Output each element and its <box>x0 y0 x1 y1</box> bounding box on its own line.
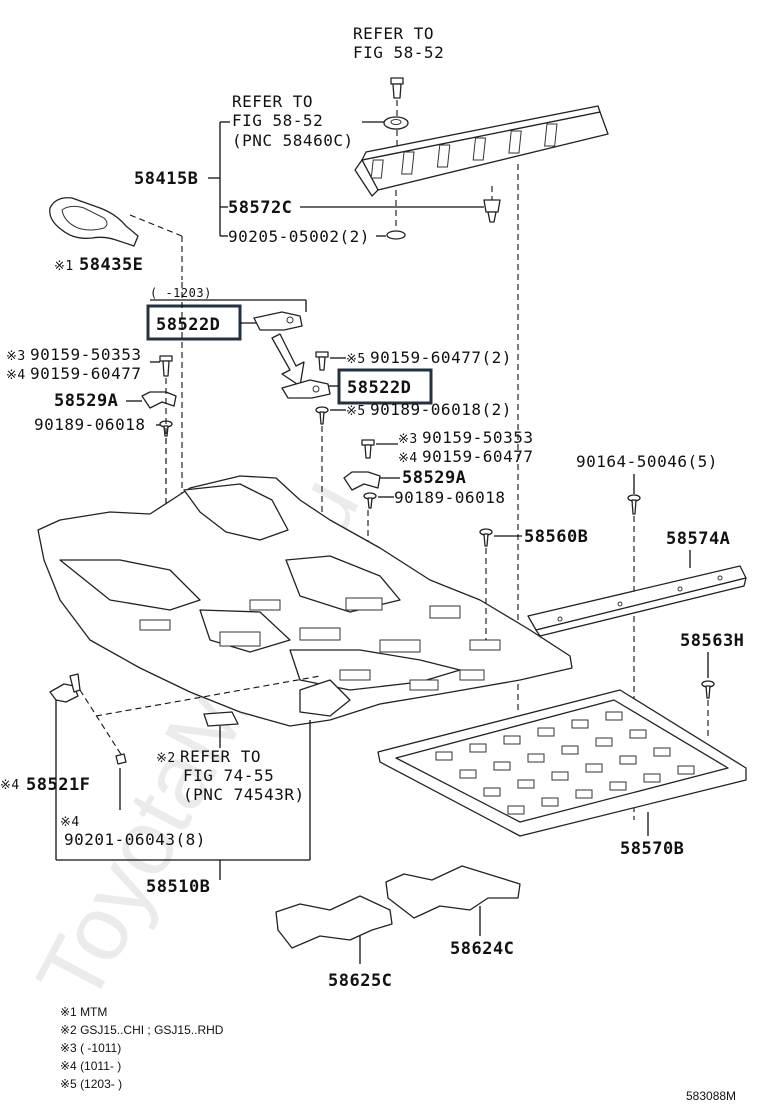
figure-code: 583088M <box>686 1089 736 1103</box>
screw-90189-06018-2-icon <box>315 406 329 425</box>
label-90159-60477-a: 90159-60477 <box>30 364 141 383</box>
bolt-b-icon <box>361 439 375 459</box>
label-58415b: 58415B <box>134 169 198 189</box>
rear-floor-slots <box>435 711 695 815</box>
label-58529a-b: 58529A <box>402 468 466 488</box>
arrow-icon <box>271 333 305 387</box>
label-58522d-b: 58522D <box>347 378 411 398</box>
label-90159-60477-2: 90159-60477(2) <box>370 348 512 367</box>
mark-58435e: ※1 <box>54 259 74 274</box>
mark-90189-06018-2: ※5 <box>346 404 366 419</box>
mark-90159-60477-2: ※5 <box>346 352 366 367</box>
label-58560b: 58560B <box>524 527 588 547</box>
note-2: ※2 GSJ15..CHI ; GSJ15..RHD <box>60 1023 224 1037</box>
label-58570b: 58570B <box>620 839 684 859</box>
clip-58521f-icon <box>49 673 81 703</box>
label-58510b: 58510B <box>146 877 210 897</box>
pad-58625c <box>275 895 393 949</box>
label-58529a-a: 58529A <box>54 391 118 411</box>
bracket-58529a-a <box>141 391 177 409</box>
mark-58521f: ※4 <box>0 778 20 793</box>
refer-top-l2: FIG 58-52 <box>353 43 444 62</box>
label-90164: 90164-50046(5) <box>576 452 718 471</box>
mark-90159-60477-b: ※4 <box>398 451 418 466</box>
range-1203: ( -1203) <box>150 286 212 300</box>
bolt-90159-60477-2-icon <box>315 351 329 371</box>
pad-58624c <box>385 865 521 919</box>
label-58563h: 58563H <box>680 631 744 651</box>
label-90189-06018-2: 90189-06018(2) <box>370 400 512 419</box>
clip-58560b-icon <box>479 528 493 547</box>
bracket-58522d-a <box>253 311 303 331</box>
mark-refer2: ※2 <box>156 751 176 766</box>
note-5: ※5 (1203- ) <box>60 1077 122 1091</box>
clip-58572c-icon <box>483 199 501 223</box>
note-4: ※4 (1011- ) <box>60 1059 121 1073</box>
note-3: ※3 ( -1011) <box>60 1041 121 1055</box>
label-90189-06018-b: 90189-06018 <box>394 488 505 507</box>
mark-90201: ※4 <box>60 815 80 830</box>
small-pad <box>203 711 239 727</box>
refer-mid-l3: (PNC 58460C) <box>232 131 354 150</box>
screw-90201-icon <box>115 753 127 765</box>
bolt-top-icon <box>390 77 404 99</box>
label-58521f: 58521F <box>26 775 90 795</box>
screw-b-icon <box>363 492 377 509</box>
mark-90159-50353-a: ※3 <box>6 349 26 364</box>
label-58572c: 58572C <box>228 198 292 218</box>
label-58625c: 58625C <box>328 971 392 991</box>
notes-block: ※1 MTM ※2 GSJ15..CHI ; GSJ15..RHD ※3 ( -… <box>60 1005 224 1091</box>
bolt-a-icon <box>159 355 173 377</box>
refer-top-l1: REFER TO <box>353 24 434 43</box>
grommet-icon <box>383 116 409 130</box>
floor-carpet-58510b <box>37 475 573 727</box>
label-58574a: 58574A <box>666 529 730 549</box>
panel-58415b <box>354 105 609 197</box>
label-58624c: 58624C <box>450 939 514 959</box>
note-1: ※1 MTM <box>60 1005 107 1019</box>
label-90201: 90201-06043(8) <box>64 830 206 849</box>
refer2-l2: FIG 74-55 <box>183 766 274 785</box>
washer-icon <box>386 230 406 240</box>
label-58435e: 58435E <box>79 255 143 275</box>
clip-58563h-icon <box>701 680 715 699</box>
refer2-l1: REFER TO <box>180 747 261 766</box>
bracket-58522d-b <box>281 379 331 399</box>
label-90159-60477-b: 90159-60477 <box>422 447 533 466</box>
label-90205: 90205-05002(2) <box>228 227 370 246</box>
refer2-l3: (PNC 74543R) <box>183 785 305 804</box>
refer-mid-l1: REFER TO <box>232 92 313 111</box>
bracket-58529a-b <box>343 471 381 491</box>
scuff-plate-58574a <box>527 565 747 637</box>
screw-90164-icon <box>627 494 641 515</box>
label-90189-06018-a: 90189-06018 <box>34 415 145 434</box>
label-90159-50353-b: 90159-50353 <box>422 428 533 447</box>
mark-90159-60477-a: ※4 <box>6 368 26 383</box>
label-90159-50353-a: 90159-50353 <box>30 345 141 364</box>
rear-floor-58570b <box>377 689 747 837</box>
label-58522d-a: 58522D <box>156 315 220 335</box>
mark-90159-50353-b: ※3 <box>398 432 418 447</box>
refer-mid-l2: FIG 58-52 <box>232 111 323 130</box>
part-58435e <box>49 197 139 247</box>
